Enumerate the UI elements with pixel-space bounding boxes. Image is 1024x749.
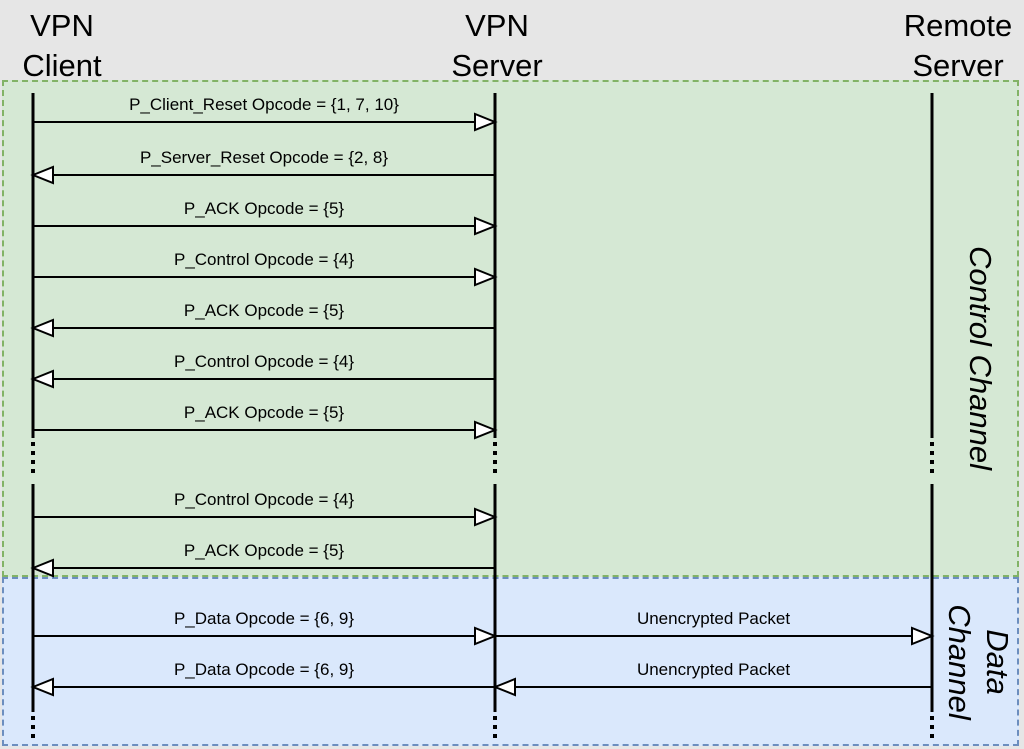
message-label: P_ACK Opcode = {5} xyxy=(183,541,345,560)
participant-vpn-client: VPN Client xyxy=(0,6,162,86)
participant-remote-line1: Remote xyxy=(903,8,1013,43)
message-arrow-11-head xyxy=(30,677,54,697)
data-channel-label-line1: Data xyxy=(980,629,1015,695)
message-arrow-0-head xyxy=(474,112,498,132)
message-label: P_ACK Opcode = {5} xyxy=(183,403,345,422)
participant-client-line2: Client xyxy=(22,48,102,83)
message-label: P_Control Opcode = {4} xyxy=(173,352,355,371)
control-channel-label: Control Channel xyxy=(961,246,999,470)
message-arrow-8-head xyxy=(30,558,54,578)
control-channel-label-text: Control Channel xyxy=(963,245,998,471)
data-channel-label: Data Channel xyxy=(940,604,1016,719)
data-channel-label-line2: Channel xyxy=(942,604,977,720)
message-arrow-1-head xyxy=(30,165,54,185)
message-arrow-10-head xyxy=(911,626,935,646)
participant-server-line2: Server xyxy=(451,48,543,83)
message-arrow-12-head xyxy=(492,677,516,697)
message-arrow-5-head xyxy=(30,369,54,389)
message-arrow-3-head xyxy=(474,267,498,287)
message-arrow-9-head xyxy=(474,626,498,646)
data-channel-region xyxy=(2,577,1019,746)
participant-client-line1: VPN xyxy=(30,8,94,43)
participant-remote-server: Remote Server xyxy=(858,6,1024,86)
message-arrow-7-head xyxy=(474,507,498,527)
message-arrow-6-head xyxy=(474,420,498,440)
message-label: P_Server_Reset Opcode = {2, 8} xyxy=(139,148,389,167)
message-arrow-4-head xyxy=(30,318,54,338)
participant-server-line1: VPN xyxy=(465,8,529,43)
message-label: P_Data Opcode = {6, 9} xyxy=(173,660,355,679)
message-label: P_ACK Opcode = {5} xyxy=(183,301,345,320)
message-label: P_Control Opcode = {4} xyxy=(173,490,355,509)
message-label: Unencrypted Packet xyxy=(636,609,791,628)
message-label: Unencrypted Packet xyxy=(636,660,791,679)
message-label: P_ACK Opcode = {5} xyxy=(183,199,345,218)
participant-remote-line2: Server xyxy=(912,48,1004,83)
message-arrow-2-head xyxy=(474,216,498,236)
message-label: P_Control Opcode = {4} xyxy=(173,250,355,269)
message-label: P_Data Opcode = {6, 9} xyxy=(173,609,355,628)
participant-vpn-server: VPN Server xyxy=(397,6,597,86)
message-label: P_Client_Reset Opcode = {1, 7, 10} xyxy=(129,95,399,114)
